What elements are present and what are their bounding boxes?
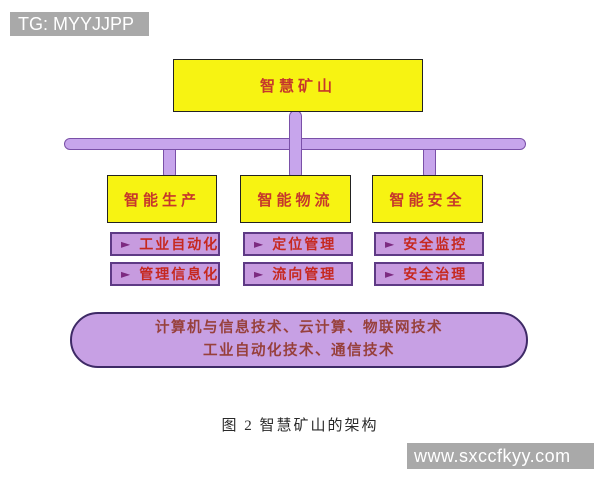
arrow-right-icon: ► xyxy=(385,267,395,281)
node-root-label: 智慧矿山 xyxy=(259,79,336,95)
node-branch-logistics: 智能物流 xyxy=(240,175,354,226)
item-positioning-management: ► 定位管理 xyxy=(243,232,353,256)
watermark-bottom-right: www.sxccfkyy.com xyxy=(407,443,594,469)
foundation-line-2: 工业自动化技术、通信技术 xyxy=(203,343,395,359)
item-management-informatization: ► 管理信息化 xyxy=(110,262,220,286)
arrow-right-icon: ► xyxy=(385,237,395,251)
node-branch-label: 智能物流 xyxy=(257,192,334,209)
item-label: 工业自动化 xyxy=(139,238,220,253)
node-branch-label: 智能生产 xyxy=(123,192,200,209)
item-industrial-automation: ► 工业自动化 xyxy=(110,232,220,256)
item-label: 管理信息化 xyxy=(139,268,220,283)
arrow-right-icon: ► xyxy=(121,237,131,251)
connector-stub-center xyxy=(289,110,302,180)
item-label: 流向管理 xyxy=(272,268,337,283)
item-flow-management: ► 流向管理 xyxy=(243,262,353,286)
node-branch-production: 智能生产 xyxy=(107,175,220,226)
figure-caption: 图 2 智慧矿山的架构 xyxy=(221,418,379,434)
item-label: 安全治理 xyxy=(403,268,468,283)
watermark-top-left: TG: MYYJJPP xyxy=(10,12,149,36)
node-branch-label: 智能安全 xyxy=(389,192,466,209)
node-branch-safety: 智能安全 xyxy=(372,175,486,226)
item-safety-monitoring: ► 安全监控 xyxy=(374,232,484,256)
arrow-right-icon: ► xyxy=(254,267,264,281)
arrow-right-icon: ► xyxy=(254,237,264,251)
arrow-right-icon: ► xyxy=(121,267,131,281)
node-root: 智慧矿山 xyxy=(173,59,426,115)
item-label: 定位管理 xyxy=(272,238,337,253)
foundation-line-1: 计算机与信息技术、云计算、物联网技术 xyxy=(155,319,443,336)
foundation-technologies: 计算机与信息技术、云计算、物联网技术 工业自动化技术、通信技术 xyxy=(70,312,528,368)
item-safety-governance: ► 安全治理 xyxy=(374,262,484,286)
item-label: 安全监控 xyxy=(403,238,468,253)
